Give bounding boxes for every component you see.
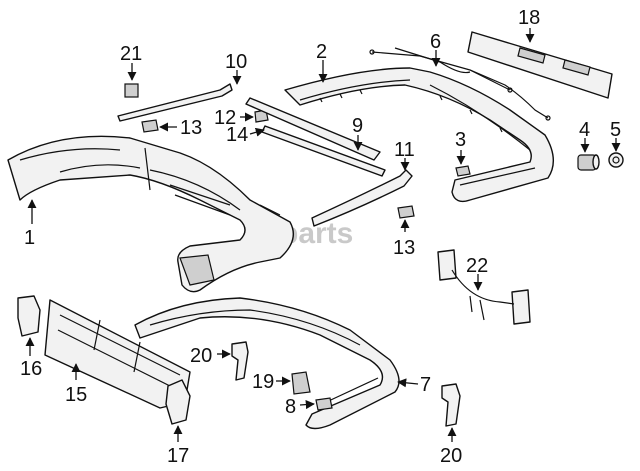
- callout-17: 17: [167, 445, 189, 467]
- bracket-part-20-left: [231, 341, 249, 381]
- callout-13-top: 13: [180, 117, 202, 139]
- callout-6: 6: [430, 31, 441, 53]
- lower-valance-part-7: [134, 297, 400, 430]
- callout-11: 11: [394, 139, 415, 161]
- impact-strip-part-18: [467, 31, 613, 99]
- front-bumper-cover: [7, 135, 294, 293]
- callout-20-right: 20: [440, 445, 462, 467]
- callout-1: 1: [24, 227, 35, 249]
- bracket-part-20-right: [441, 383, 461, 427]
- callout-21: 21: [120, 43, 142, 65]
- pad-part-21: [124, 83, 139, 98]
- callout-22: 22: [466, 255, 488, 277]
- callout-18: 18: [518, 7, 540, 29]
- callout-16: 16: [20, 358, 42, 380]
- side-bracket-part-16: [17, 295, 41, 337]
- callout-7: 7: [420, 374, 431, 396]
- side-bracket-part-17: [165, 379, 191, 425]
- sensor-part-4: [577, 154, 600, 171]
- clip-part-3: [455, 165, 471, 177]
- rear-bumper-cover: [284, 67, 554, 203]
- callout-14: 14: [226, 124, 248, 146]
- callout-20-left: 20: [190, 345, 212, 367]
- callout-9: 9: [352, 115, 363, 137]
- bracket-part-8: [315, 397, 333, 411]
- callout-15: 15: [65, 384, 87, 406]
- callout-8: 8: [285, 396, 296, 418]
- sensor-harness-part-22: [437, 249, 531, 325]
- callout-3: 3: [455, 129, 466, 151]
- trim-part-9: [245, 97, 381, 161]
- callout-2: 2: [316, 41, 327, 63]
- clip-part-13-left: [141, 119, 159, 133]
- wiring-harness-part-6: [369, 47, 551, 121]
- callout-4: 4: [579, 119, 590, 141]
- side-molding-part-11: [311, 169, 413, 227]
- mount-part-19: [291, 371, 311, 395]
- callout-12: 12: [214, 107, 236, 129]
- callout-labels: 1 2 3 4 5 6 7 8 9 10 11 12 13 13 14 15 1…: [20, 7, 621, 467]
- callout-10: 10: [225, 51, 247, 73]
- callout-13-bottom: 13: [393, 237, 415, 259]
- callout-5: 5: [610, 119, 621, 141]
- grommet-part-5: [608, 152, 624, 168]
- molding-part-10: [117, 83, 233, 122]
- leader-lines: [25, 28, 621, 442]
- callout-19: 19: [252, 371, 274, 393]
- clip-part-13-right: [397, 205, 415, 219]
